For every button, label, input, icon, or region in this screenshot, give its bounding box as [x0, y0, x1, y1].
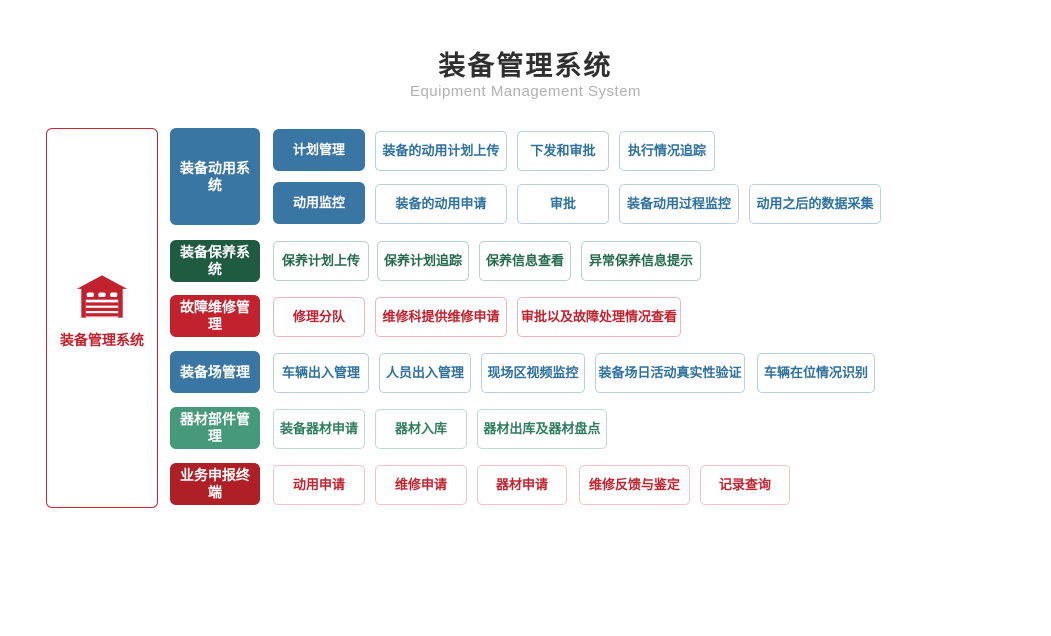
node-repair-request-from-dept: 维修科提供维修申请 [375, 297, 507, 337]
node-post-usage-data-collection: 动用之后的数据采集 [749, 184, 881, 224]
node-equipment-materiel-request: 装备器材申请 [273, 409, 365, 449]
node-approval: 审批 [517, 184, 609, 224]
root-node-label: 装备管理系统 [60, 332, 144, 349]
category-business-reporting-terminal: 业务申报终端 [170, 463, 260, 505]
node-usage-request: 动用申请 [273, 465, 365, 505]
node-usage-monitoring: 动用监控 [273, 182, 365, 224]
node-record-query: 记录查询 [700, 465, 790, 505]
node-issue-and-approval: 下发和审批 [517, 131, 609, 171]
node-repair-request: 维修申请 [375, 465, 467, 505]
category-equipment-maintenance-system: 装备保养系统 [170, 240, 260, 282]
category-equipment-usage-system: 装备动用系统 [170, 128, 260, 225]
node-approval-and-fault-handling-view: 审批以及故障处理情况查看 [517, 297, 681, 337]
node-plan-management: 计划管理 [273, 129, 365, 171]
node-materiel-inbound: 器材入库 [375, 409, 467, 449]
node-site-video-surveillance: 现场区视频监控 [481, 353, 585, 393]
node-repair-unit: 修理分队 [273, 297, 365, 337]
category-fault-repair-management: 故障维修管理 [170, 295, 260, 337]
node-personnel-access-management: 人员出入管理 [379, 353, 471, 393]
node-usage-process-monitoring: 装备动用过程监控 [619, 184, 739, 224]
node-vehicle-access-management: 车辆出入管理 [273, 353, 369, 393]
node-maintenance-plan-upload: 保养计划上传 [273, 241, 369, 281]
category-materiel-parts-management: 器材部件管理 [170, 407, 260, 449]
root-node-content: 装备管理系统 [60, 275, 144, 349]
node-usage-plan-upload: 装备的动用计划上传 [375, 131, 507, 171]
node-maintenance-info-view: 保养信息查看 [479, 241, 571, 281]
page-title: 装备管理系统 [438, 51, 613, 81]
warehouse-icon [75, 275, 129, 323]
node-daily-activity-authenticity-verification: 装备场日活动真实性验证 [595, 353, 745, 393]
node-materiel-request: 器材申请 [477, 465, 567, 505]
node-abnormal-maintenance-alert: 异常保养信息提示 [581, 241, 701, 281]
node-execution-tracking: 执行情况追踪 [619, 131, 715, 171]
root-node-equipment-management-system: 装备管理系统 [46, 128, 158, 508]
node-repair-feedback-and-appraisal: 维修反馈与鉴定 [579, 465, 690, 505]
node-maintenance-plan-tracking: 保养计划追踪 [377, 241, 469, 281]
node-materiel-outbound-and-inventory: 器材出库及器材盘点 [477, 409, 607, 449]
node-usage-application: 装备的动用申请 [375, 184, 507, 224]
page-subtitle: Equipment Management System [409, 83, 642, 100]
node-vehicle-presence-recognition: 车辆在位情况识别 [757, 353, 875, 393]
category-equipment-depot-management: 装备场管理 [170, 351, 260, 393]
